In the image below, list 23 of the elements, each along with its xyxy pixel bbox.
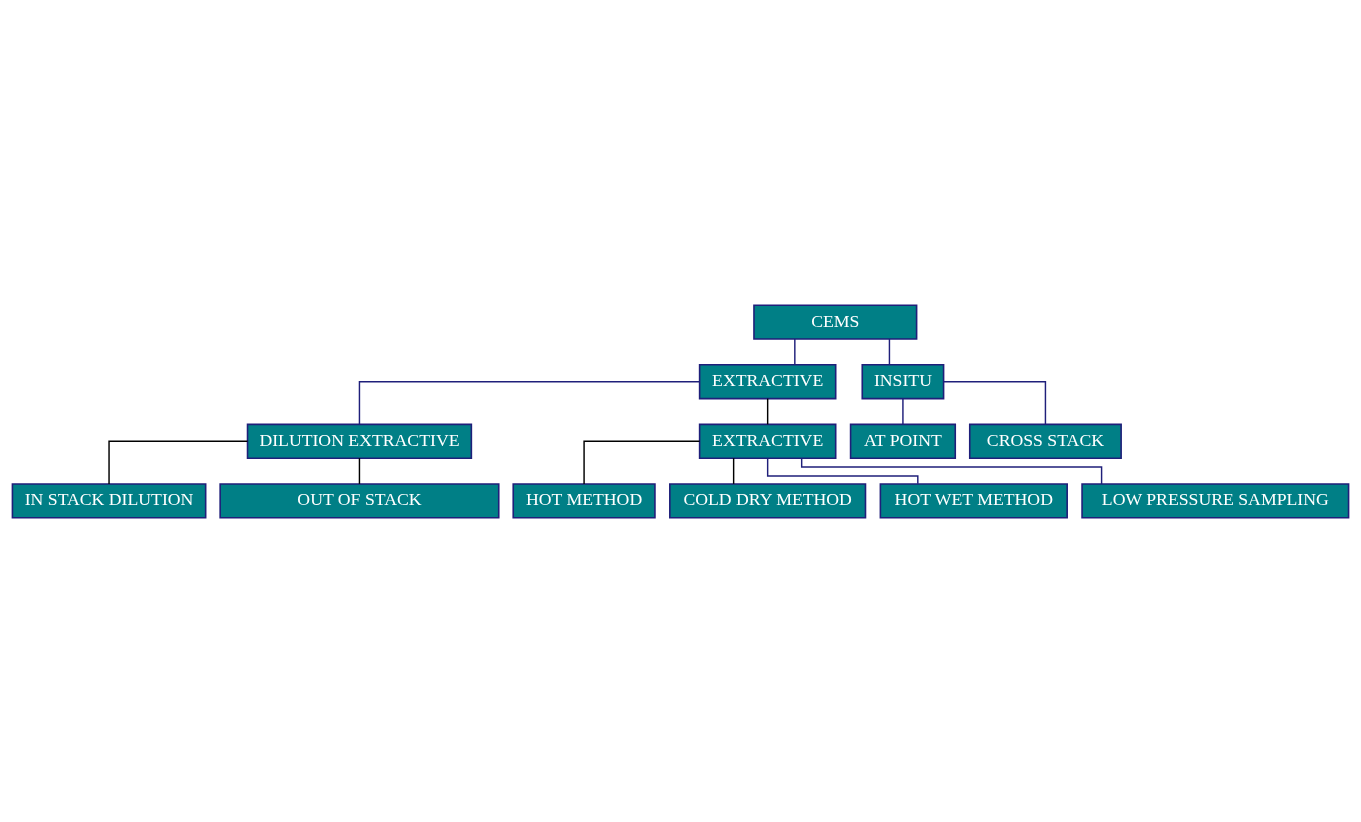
node-box: LOW PRESSURE SAMPLING (1081, 482, 1350, 519)
node-box: EXTRACTIVE (698, 363, 837, 399)
node-box: EXTRACTIVE (698, 423, 837, 459)
node-box: INSITU (861, 363, 945, 399)
node-box: HOT METHOD (512, 482, 656, 519)
connector (358, 380, 701, 425)
node-box: HOT WET METHOD (879, 482, 1068, 519)
connector (766, 397, 769, 425)
connector (583, 440, 701, 485)
connector (794, 337, 796, 365)
node-box: COLD DRY METHOD (669, 482, 867, 519)
node-box: CEMS (753, 303, 918, 340)
connector (108, 440, 249, 485)
node-box: DILUTION EXTRACTIVE (246, 423, 473, 459)
connector (358, 457, 361, 485)
connector (943, 380, 1047, 425)
node-box: OUT OF STACK (219, 482, 500, 519)
connector (732, 457, 735, 485)
connector (902, 397, 904, 425)
connector (888, 337, 891, 365)
node-box: CROSS STACK (968, 423, 1122, 459)
node-box: IN STACK DILUTION (11, 482, 207, 519)
node-box: AT POINT (849, 423, 957, 459)
